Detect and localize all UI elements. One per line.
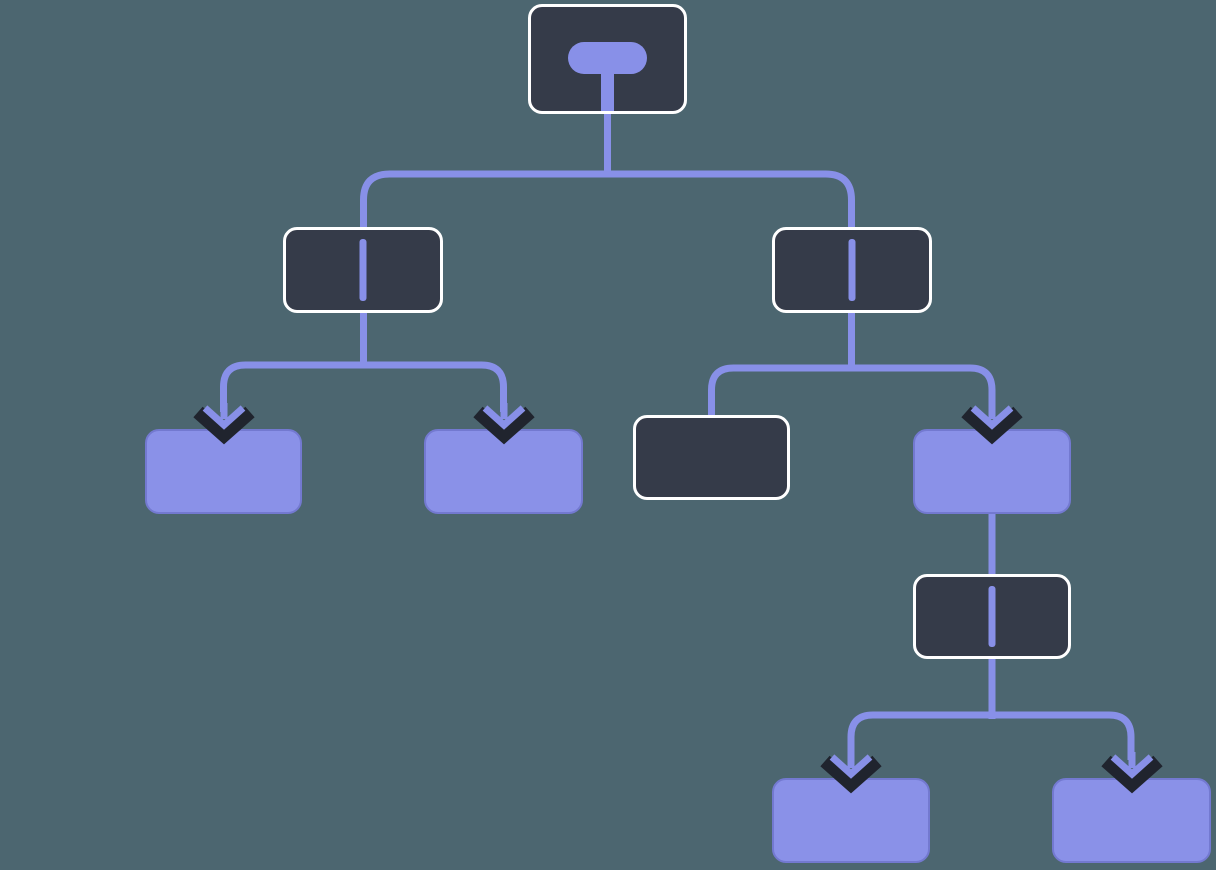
arrow-down-icon: [192, 403, 255, 445]
pill-stem-icon: [568, 42, 647, 74]
sequence-node[interactable]: [772, 227, 932, 313]
task-node[interactable]: [633, 415, 790, 500]
pill-stem-icon: [601, 70, 614, 111]
arrow-down-icon: [472, 403, 535, 445]
connector-line: [220, 361, 507, 412]
arrow-down-icon: [820, 752, 882, 794]
connector-line: [360, 170, 855, 228]
arrow-down-icon: [1100, 752, 1163, 794]
connector-line: [708, 364, 996, 416]
arrow-down-icon: [961, 403, 1023, 445]
vertical-bar-icon: [988, 586, 996, 647]
sequence-node[interactable]: [913, 574, 1071, 659]
connector-line: [847, 711, 1135, 760]
sequence-node[interactable]: [283, 227, 443, 313]
vertical-bar-icon: [848, 239, 856, 301]
vertical-bar-icon: [359, 239, 367, 301]
root-node[interactable]: [528, 4, 687, 114]
